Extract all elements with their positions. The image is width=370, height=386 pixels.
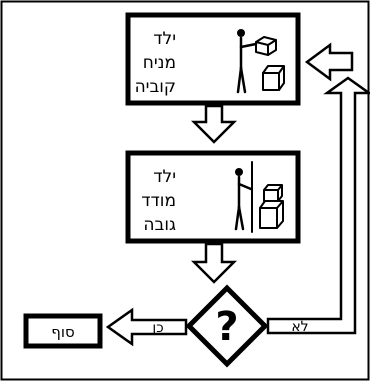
step-measure-box	[125, 150, 301, 244]
branch-no-label: לא	[291, 319, 308, 335]
child-measuring-tower-icon	[234, 161, 284, 233]
arrow-no-loop	[266, 76, 370, 335]
step-place-line3: קוביה	[135, 77, 176, 97]
step-measure-line1: ילד	[153, 167, 176, 187]
step-place-line1: ילד	[153, 29, 176, 49]
end-label: סוף	[51, 323, 74, 341]
decision-question-mark: ?	[215, 304, 238, 350]
step-place-box	[125, 12, 301, 106]
branch-yes-label: כן	[152, 320, 163, 336]
decision-diamond	[185, 284, 269, 368]
arrow-return-left	[304, 42, 354, 82]
end-box	[23, 313, 103, 349]
step-place-line2: מניח	[143, 53, 176, 73]
arrow-yes	[105, 307, 188, 347]
step-measure-line2: מודד	[141, 191, 176, 211]
child-placing-cube-icon	[236, 29, 285, 94]
arrow-down-1	[190, 104, 238, 144]
arrow-down-2	[190, 242, 238, 284]
step-measure-line3: גובה	[143, 215, 176, 235]
